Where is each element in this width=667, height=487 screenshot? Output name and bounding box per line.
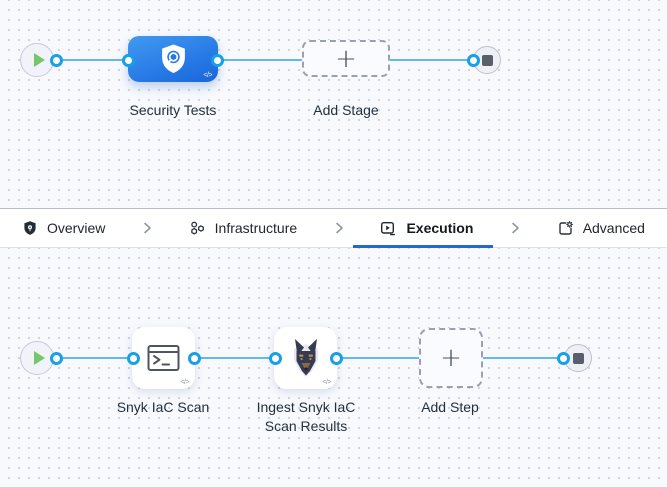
connector-port[interactable] xyxy=(122,54,135,67)
plus-icon: + xyxy=(440,343,462,373)
stage-graph-canvas: </> Security Tests + Add Stage xyxy=(0,0,667,208)
code-view-icon[interactable]: </> xyxy=(322,379,331,386)
chevron-right-icon xyxy=(507,220,523,236)
step-node-ingest-snyk-results[interactable]: </> xyxy=(274,327,337,389)
stage-node-security-tests[interactable]: </> xyxy=(128,36,218,82)
plus-icon: + xyxy=(335,43,357,74)
terminal-icon xyxy=(147,345,180,371)
connector-line xyxy=(54,357,133,359)
tab-label: Execution xyxy=(406,220,474,236)
tab-overview[interactable]: Overview xyxy=(22,220,105,236)
tab-advanced[interactable]: Advanced xyxy=(557,220,645,237)
security-shield-icon xyxy=(161,44,185,73)
step-label: Ingest Snyk IaC Scan Results xyxy=(256,399,356,434)
execution-icon xyxy=(381,221,396,235)
steps-start-node[interactable] xyxy=(20,341,54,375)
connector-port[interactable] xyxy=(557,352,570,365)
step-graph-canvas: </> Snyk IaC Scan </> Ingest Snyk IaC Sc… xyxy=(0,248,667,485)
tab-label: Advanced xyxy=(582,220,645,236)
connector-port[interactable] xyxy=(127,352,140,365)
connector-port[interactable] xyxy=(211,54,224,67)
play-icon xyxy=(34,53,45,67)
stop-icon xyxy=(572,352,584,364)
chevron-right-icon xyxy=(139,220,155,236)
connector-port[interactable] xyxy=(330,352,343,365)
stop-icon xyxy=(481,54,493,66)
advanced-icon xyxy=(558,220,573,235)
snyk-dog-icon xyxy=(293,339,318,377)
add-step-button[interactable]: + xyxy=(419,328,483,388)
code-view-icon[interactable]: </> xyxy=(180,379,189,386)
infrastructure-icon xyxy=(190,221,204,234)
tab-label: Infrastructure xyxy=(214,220,298,236)
shield-icon xyxy=(24,221,36,235)
add-stage-label: Add Stage xyxy=(313,102,379,118)
pipeline-start-node[interactable] xyxy=(20,43,54,77)
connector-line xyxy=(194,357,275,359)
active-tab-underline xyxy=(353,245,493,248)
stage-label: Security Tests xyxy=(129,102,217,118)
steps-end-node[interactable] xyxy=(564,344,592,372)
connector-line xyxy=(388,59,474,61)
connector-port[interactable] xyxy=(269,352,282,365)
connector-line xyxy=(216,59,304,61)
connector-port[interactable] xyxy=(50,352,63,365)
tab-execution[interactable]: Execution xyxy=(380,220,473,237)
connector-line xyxy=(54,59,130,61)
play-icon xyxy=(34,351,45,365)
step-label: Snyk IaC Scan xyxy=(116,399,210,415)
code-view-icon[interactable]: </> xyxy=(203,72,212,79)
step-node-snyk-iac-scan[interactable]: </> xyxy=(132,327,195,389)
tab-infrastructure[interactable]: Infrastructure xyxy=(189,220,297,237)
connector-port[interactable] xyxy=(50,54,63,67)
add-stage-button[interactable]: + xyxy=(302,40,390,77)
connector-port[interactable] xyxy=(188,352,201,365)
tab-label: Overview xyxy=(47,220,106,236)
stage-config-tabbar: Overview Infrastructure Execution xyxy=(0,208,667,248)
connector-port[interactable] xyxy=(467,54,480,67)
chevron-right-icon xyxy=(331,220,347,236)
add-step-label: Add Step xyxy=(421,399,479,415)
